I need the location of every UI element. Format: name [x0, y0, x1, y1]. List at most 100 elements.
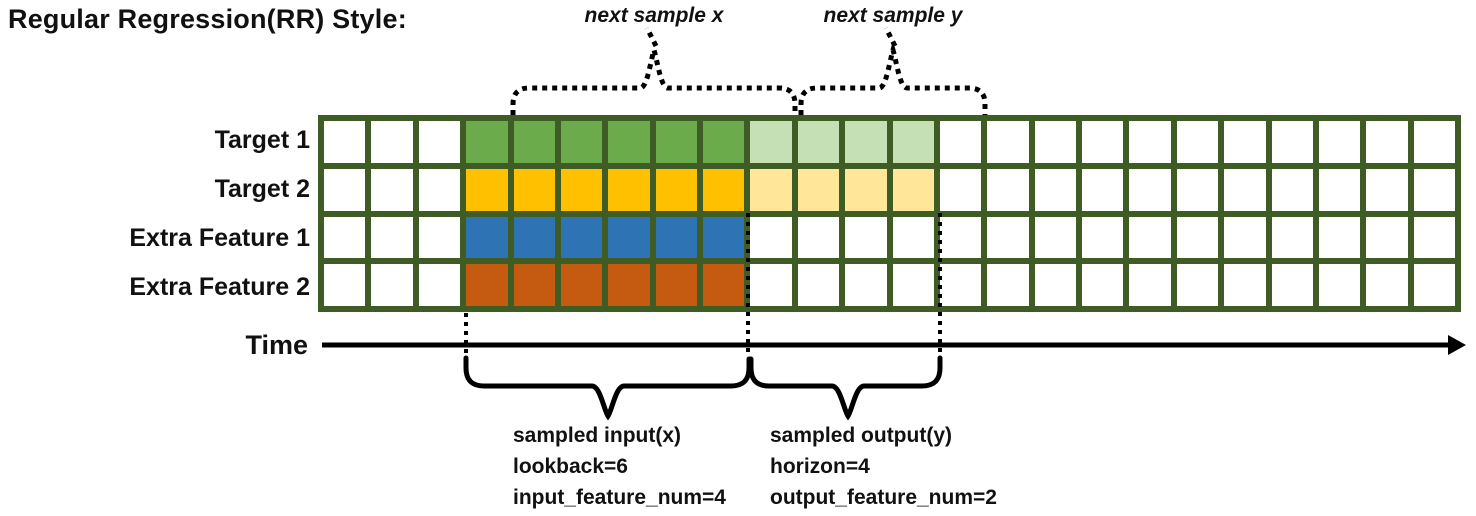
grid-cell	[324, 121, 366, 163]
next-sample-x-label: next sample x	[584, 4, 724, 27]
grid-cell	[987, 168, 1029, 211]
grid-cell	[371, 168, 413, 211]
grid-cell	[987, 216, 1029, 259]
grid-cell	[845, 264, 887, 306]
grid-cell	[1224, 264, 1266, 306]
time-axis-arrowhead	[1448, 335, 1466, 355]
grid-cell	[703, 264, 745, 306]
grid-cell	[1082, 121, 1124, 163]
grid-cell	[560, 264, 603, 306]
grid-cell	[466, 168, 508, 211]
grid-cell	[655, 121, 697, 163]
grid-cell	[418, 168, 461, 211]
grid-cell	[939, 216, 982, 259]
grid-cell	[1034, 121, 1076, 163]
grid-cell	[1129, 216, 1171, 259]
grid-cell	[1271, 216, 1313, 259]
grid-cell	[466, 264, 508, 306]
sampled-output-brace	[748, 355, 943, 421]
grid-cell	[1034, 264, 1076, 306]
input-feature-num-value: input_feature_num=4	[513, 486, 726, 509]
grid-cell	[608, 216, 650, 259]
grid-cell	[892, 264, 934, 306]
grid-cell	[703, 168, 745, 211]
next-sample-x-brace	[510, 40, 798, 115]
row-label-extra-feature-2: Extra Feature 2	[129, 273, 310, 301]
grid-cell	[1271, 264, 1313, 306]
grid-cell	[703, 121, 745, 163]
grid-cell	[1224, 168, 1266, 211]
grid-cell	[987, 264, 1029, 306]
row-label-target-1: Target 1	[214, 126, 310, 154]
grid-cell	[1271, 121, 1313, 163]
grid-cell	[1366, 168, 1408, 211]
sampled-input-brace	[463, 355, 752, 421]
grid-cell	[1176, 168, 1219, 211]
grid-cell	[797, 121, 840, 163]
grid-cell	[845, 216, 887, 259]
grid-cell	[1318, 216, 1361, 259]
grid-cell	[324, 264, 366, 306]
grid-cell	[1413, 216, 1455, 259]
grid-cell	[418, 121, 461, 163]
grid-cell	[939, 121, 982, 163]
grid-cell	[939, 264, 982, 306]
grid-cell	[1176, 216, 1219, 259]
grid-cell	[1413, 264, 1455, 306]
timeseries-grid	[318, 115, 1461, 312]
grid-cell	[1366, 121, 1408, 163]
grid-cell	[845, 121, 887, 163]
output-feature-num-value: output_feature_num=2	[770, 486, 997, 509]
sampled-output-title: sampled output(y)	[770, 424, 952, 447]
grid-cell	[560, 168, 603, 211]
grid-cell	[513, 216, 555, 259]
grid-cell	[1176, 121, 1219, 163]
grid-cell	[845, 168, 887, 211]
grid-cell	[1129, 264, 1171, 306]
time-axis-label: Time	[245, 330, 308, 360]
grid-cell	[1176, 264, 1219, 306]
grid-cell	[655, 216, 697, 259]
grid-cell	[655, 264, 697, 306]
grid-cell	[892, 216, 934, 259]
grid-cell	[797, 216, 840, 259]
grid-cell	[1034, 216, 1076, 259]
grid-cell	[371, 121, 413, 163]
grid-cell	[797, 264, 840, 306]
grid-cell	[608, 121, 650, 163]
grid-cell	[371, 264, 413, 306]
row-label-target-2: Target 2	[214, 175, 310, 203]
grid-cell	[1318, 264, 1361, 306]
grid-cell	[1034, 168, 1076, 211]
grid-cell	[560, 216, 603, 259]
grid-cell	[418, 216, 461, 259]
next-sample-x-pointer-tick	[644, 26, 659, 48]
next-sample-y-pointer-tick	[883, 26, 898, 48]
grid-cell	[1413, 121, 1455, 163]
grid-cell	[1082, 264, 1124, 306]
grid-cell	[892, 121, 934, 163]
grid-cell	[513, 121, 555, 163]
grid-cell	[466, 216, 508, 259]
horizon-value: horizon=4	[770, 455, 870, 478]
grid-cell	[750, 264, 792, 306]
sampled-input-note: sampled input(x) lookback=6 input_featur…	[513, 420, 726, 513]
grid-cell	[797, 168, 840, 211]
grid-cell	[1224, 121, 1266, 163]
grid-cell	[1366, 216, 1408, 259]
grid-cell	[466, 121, 508, 163]
grid-cell	[703, 216, 745, 259]
grid-cell	[560, 121, 603, 163]
grid-cell	[513, 168, 555, 211]
grid-cell	[1366, 264, 1408, 306]
grid-cell	[987, 121, 1029, 163]
grid-cell	[324, 168, 366, 211]
grid-cell	[1129, 168, 1171, 211]
sampled-output-note: sampled output(y) horizon=4 output_featu…	[770, 420, 997, 513]
grid-cell	[1129, 121, 1171, 163]
grid-cell	[892, 168, 934, 211]
grid-cell	[371, 216, 413, 259]
grid-cell	[324, 216, 366, 259]
grid-cell	[1082, 216, 1124, 259]
